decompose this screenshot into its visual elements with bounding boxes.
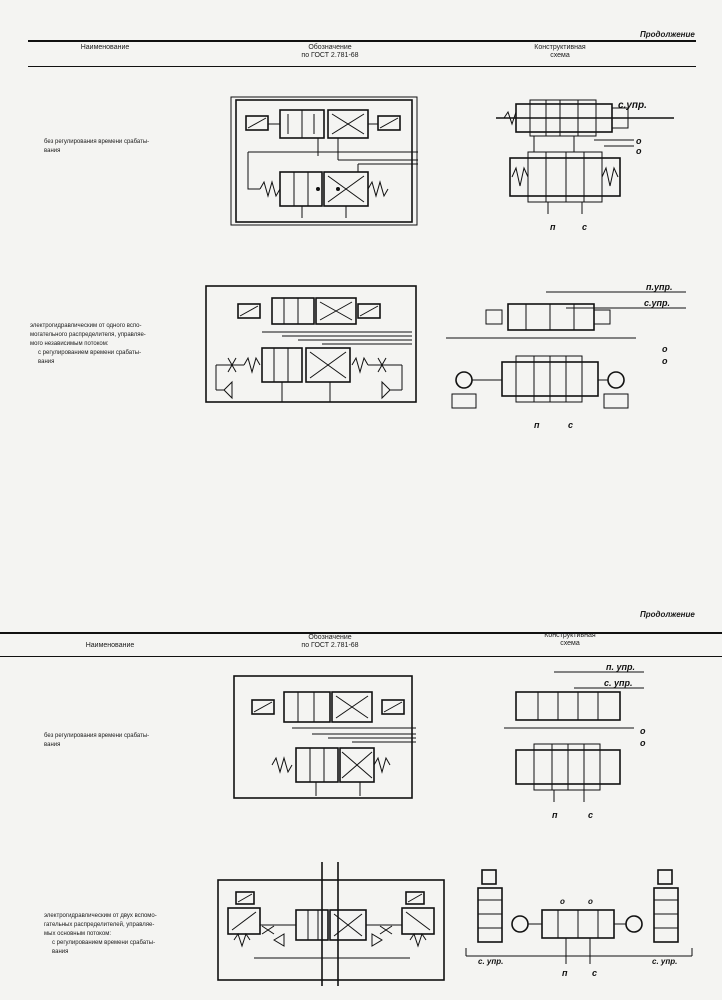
label-s-upr-3: с. упр. bbox=[604, 678, 633, 688]
row4-desc-line2: гательных распределителей, управляе- bbox=[44, 922, 155, 928]
header-designation-line2: по ГОСТ 2.781-68 bbox=[301, 52, 359, 59]
continuation-label-2: Продолжение bbox=[640, 610, 695, 619]
row2-desc-line5: вания bbox=[38, 359, 55, 365]
construct-scheme-no-timing: с.упр. о о п с bbox=[496, 99, 674, 232]
header-bottom-rule-2 bbox=[0, 656, 722, 657]
label-c-3: с bbox=[588, 810, 593, 820]
header-designation: Обозначение по ГОСТ 2.781-68 bbox=[270, 44, 390, 60]
header-scheme-2: Конструктивная схема bbox=[520, 632, 620, 648]
valve-symbol-no-timing bbox=[230, 96, 418, 226]
label-o-3: о bbox=[662, 344, 668, 354]
label-p-upr: п.упр. bbox=[646, 282, 673, 292]
label-c: с bbox=[582, 222, 587, 232]
label-o-1: о bbox=[636, 136, 642, 146]
label-p: п bbox=[550, 222, 556, 232]
valve-symbol-no-timing-2 bbox=[233, 675, 416, 799]
row2-description: электрогидравлическим от одного вспо- мо… bbox=[30, 322, 146, 367]
label-p-upr-2: п. упр. bbox=[606, 662, 635, 672]
row1-desc-line1: без регулирования времени срабаты- bbox=[44, 139, 150, 145]
label-p-4: п bbox=[562, 968, 568, 978]
header-scheme-line1: Конструктивная bbox=[534, 44, 586, 51]
valve-symbol-two-pilots bbox=[217, 862, 445, 986]
row4-description: электрогидравлическим от двух вспомо- га… bbox=[44, 912, 157, 957]
label-o-5: о bbox=[640, 726, 646, 736]
label-o-6: о bbox=[640, 738, 646, 748]
row2-desc-line3: мого независимым потоком: bbox=[30, 341, 109, 347]
label-s-upr-2: с.упр. bbox=[644, 298, 670, 308]
header-top-rule-2 bbox=[0, 632, 722, 634]
construct-scheme-two-pilots: о о с. упр. с. упр. п с bbox=[465, 869, 693, 978]
header-name: Наименование bbox=[80, 44, 130, 51]
row1-description: без регулирования времени срабаты- вания bbox=[44, 138, 149, 156]
header-designation-2: Обозначение по ГОСТ 2.781-68 bbox=[270, 634, 390, 650]
label-p-2: п bbox=[534, 420, 540, 430]
header-designation-line1: Обозначение bbox=[308, 44, 352, 51]
continuation-label: Продолжение bbox=[640, 30, 695, 39]
label-o-8: о bbox=[588, 897, 593, 906]
valve-symbol-with-timing bbox=[205, 285, 417, 403]
row2-desc-line4: с регулированием времени срабаты- bbox=[38, 350, 142, 356]
row2-desc-line2: могательного распределителя, управляе- bbox=[30, 332, 146, 338]
label-s-upr: с.упр. bbox=[618, 100, 647, 111]
label-s-upr-5: с. упр. bbox=[652, 957, 677, 966]
row4-desc-line5: вания bbox=[52, 949, 69, 955]
label-c-2: с bbox=[568, 420, 573, 430]
label-c-4: с bbox=[592, 968, 597, 978]
label-p-3: п bbox=[552, 810, 558, 820]
construct-scheme-with-timing: п.упр. с.упр. о о п с bbox=[446, 282, 686, 430]
header-scheme-line2: схема bbox=[550, 52, 570, 59]
header-designation-2-line2: по ГОСТ 2.781-68 bbox=[301, 642, 359, 649]
label-o-4: о bbox=[662, 356, 668, 366]
header-designation-2-line1: Обозначение bbox=[308, 634, 352, 641]
header-name-2: Наименование bbox=[85, 642, 135, 649]
header-bottom-rule bbox=[28, 66, 696, 67]
row1-desc-line2: вания bbox=[44, 148, 61, 154]
construct-scheme-no-timing-2: п. упр. с. упр. о о п с bbox=[504, 662, 646, 820]
row2-desc-line1: электрогидравлическим от одного вспо- bbox=[30, 323, 142, 329]
header-scheme-2-line1: Конструктивная bbox=[544, 632, 596, 639]
row3-description: без регулирования времени срабаты- вания bbox=[44, 732, 149, 750]
row4-desc-line1: электрогидравлическим от двух вспомо- bbox=[44, 913, 157, 919]
row3-desc-line2: вания bbox=[44, 742, 61, 748]
row4-desc-line4: с регулированием времени срабаты- bbox=[52, 940, 156, 946]
row4-desc-line3: мых основным потоком: bbox=[44, 931, 111, 937]
header-top-rule bbox=[28, 40, 696, 42]
label-o-2: о bbox=[636, 146, 642, 156]
row3-desc-line1: без регулирования времени срабаты- bbox=[44, 733, 150, 739]
header-scheme-2-line2: схема bbox=[560, 640, 580, 647]
label-o-7: о bbox=[560, 897, 565, 906]
label-s-upr-4: с. упр. bbox=[478, 957, 503, 966]
header-scheme: Конструктивная схема bbox=[510, 44, 610, 60]
